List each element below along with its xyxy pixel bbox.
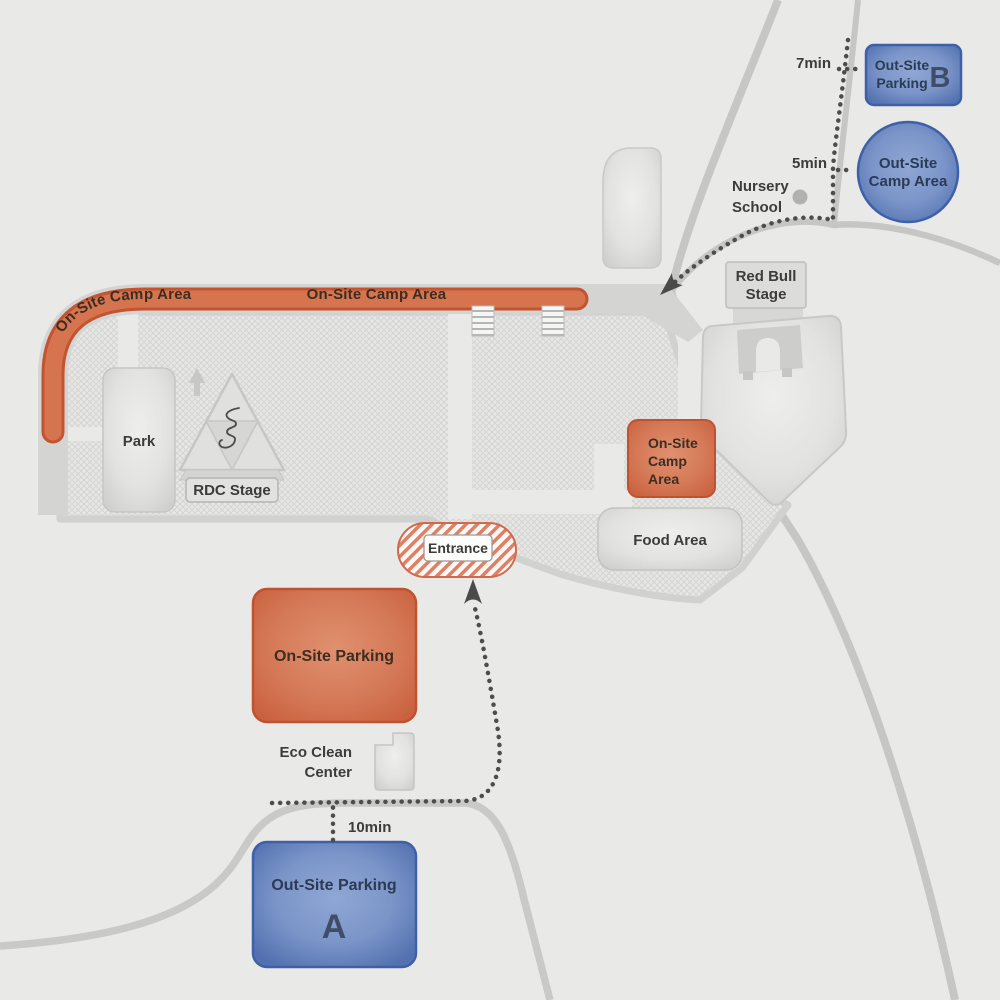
walk-routes [269,37,865,843]
park-area [102,367,176,513]
red-bull-stage: Red Bull Stage [699,261,848,506]
nursery-school-label-line1: Nursery [732,178,789,195]
entrance: Entrance [397,522,517,578]
eco-clean-center: Eco Clean Center [279,732,415,791]
outsite-camp-circle-line2: Camp Area [869,173,948,190]
arrow-to-venue-icon [660,273,683,295]
entrance-label: Entrance [428,540,488,556]
nursery-school: Nursery School [732,178,808,216]
eco-clean-center-label-line2: Center [304,764,352,781]
outsite-parking-b-line2: Parking [876,75,927,91]
onsite-camp-box-line3: Area [648,471,679,487]
walk-route-parking-a-to-entrance [269,601,502,843]
band-orange-core [44,290,586,441]
onsite-camp-box-line1: On-Site [648,435,698,451]
onsite-camp-box-area [627,419,716,498]
hall-building [602,147,662,269]
crosswalk-icon [471,305,495,337]
outsite-parking-a-area [251,840,418,969]
onsite-camp-box: On-Site Camp Area [627,419,716,498]
onsite-parking: On-Site Parking [251,587,418,724]
red-bull-stage-body [699,314,848,506]
rdc-stage-label-box [185,477,279,503]
outsite-parking-b-area [864,43,963,107]
outsite-parking-a-letter: A [322,908,347,946]
outsite-parking-b: Out-Site Parking B [864,43,963,107]
walk-time-7min: 7min [796,55,831,72]
red-bull-stage-label-line2: Stage [746,286,787,303]
tree-icon [189,368,205,396]
arrow-to-entrance-icon [464,579,482,604]
red-bull-stage-foot [743,371,753,380]
road-east-horizontal [668,218,1000,293]
rdc-stage: RDC Stage [178,372,286,503]
red-bull-stage-label-line1: Red Bull [736,268,797,285]
outsite-parking-b-line1: Out-Site [875,57,930,73]
road-northeast-vertical [831,0,861,225]
rdc-stage-label: RDC Stage [193,482,271,499]
outsite-camp-circle-line1: Out-Site [879,155,937,172]
outsite-parking-a: Out-Site Parking A [251,840,418,969]
food-area-box [597,507,743,571]
eco-clean-center-building [374,732,415,791]
walk-time-5min: 5min [792,155,827,172]
walk-time-10min: 10min [348,819,391,836]
nursery-school-dot [792,189,808,205]
outsite-camp-circle-area [856,120,960,224]
entrance-label-box [423,534,493,562]
crosswalk-icon [541,305,565,337]
food-area-label: Food Area [633,532,707,549]
rdc-stage-logo-icon [218,407,240,449]
crosswalk-icons [471,305,565,337]
walk-route-northeast [672,37,851,285]
onsite-parking-label: On-Site Parking [274,648,394,665]
red-bull-stage-foot [782,368,792,377]
food-area: Food Area [597,507,743,571]
onsite-camp-box-line2: Camp [648,453,687,469]
red-bull-stage-arch [756,338,780,372]
onsite-parking-area [251,587,418,724]
nursery-school-label-line2: School [732,199,782,216]
park-label: Park [123,433,156,450]
band-label-flat: On-Site Camp Area [307,286,447,303]
road-southwest-scurve [0,799,554,1000]
outsite-parking-b-letter: B [930,62,951,94]
red-bull-stage-label-box [725,261,807,309]
outsite-parking-a-label: Out-Site Parking [271,877,396,894]
onsite-camp-band: On-Site Camp Area On-Site Camp Area [38,284,665,515]
park: Park [102,367,176,513]
eco-clean-center-label-line1: Eco Clean [279,744,352,761]
outsite-camp-circle: Out-Site Camp Area [856,120,960,224]
